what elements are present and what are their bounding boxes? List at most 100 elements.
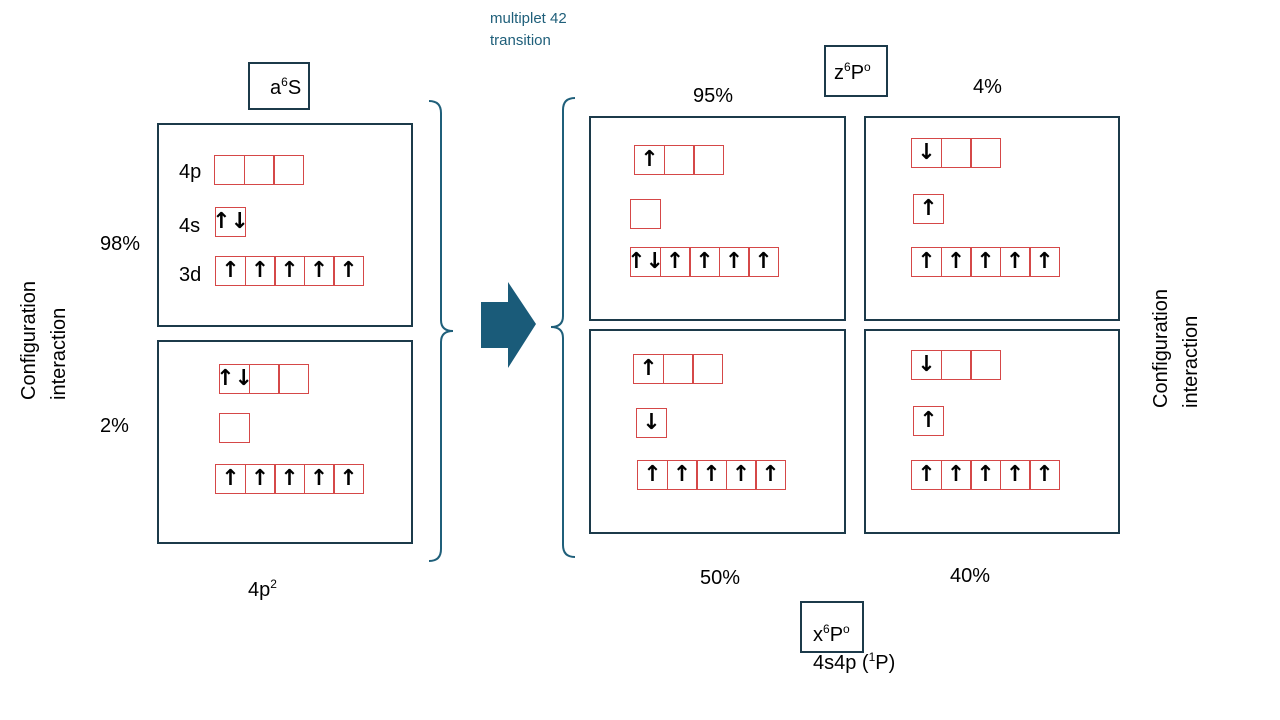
orbital-box [662,354,694,384]
orbital-box: ↑ [634,145,665,175]
orbital-4p-boxes: ↑ [633,354,723,384]
diagram-title: multiplet 42 transition [490,8,567,52]
orbital-box [663,145,695,175]
title-line-1: multiplet 42 [490,10,567,27]
orbital-box [970,350,1001,380]
orbital-4s-boxes [630,199,661,229]
orbital-box [273,155,304,185]
right-panel-top-right: ↓ ↑ ↑ ↑ ↑ ↑ ↑ [864,116,1120,321]
orbital-box: ↑ [274,464,305,494]
orbital-4p-boxes: ↓ [911,138,1001,168]
orbital-4p-boxes: ↑ [634,145,724,175]
orbital-box: ↑ [333,256,364,286]
pct-top-left: 95% [693,85,734,107]
orbital-3d-boxes: ↑ ↑ ↑ ↑ ↑ [911,247,1060,277]
orbital-box: ↑↓ [216,364,253,394]
orbital-box: ↑ [637,460,668,490]
right-bottom-caption: 4s4p (1P) [813,650,896,674]
orbital-box: ↑ [940,460,972,490]
left-ci-label: Configuration interaction [18,281,70,400]
transition-arrow [481,282,536,368]
orbital-box: ↑ [303,256,335,286]
orbital-box: ↑ [725,460,757,490]
orbital-label-4s: 4s [179,215,201,237]
orbital-box: ↑ [274,256,305,286]
orbital-box: ↑ [913,194,944,224]
orbital-box: ↑ [633,354,664,384]
orbital-box [248,364,280,394]
orbital-box: ↓ [911,350,942,380]
orbital-4s-boxes: ↑ [913,194,944,224]
orbital-box: ↑ [911,460,942,490]
orbital-4s-boxes: ↑ [913,406,944,436]
orbital-3d-boxes: ↑ ↑ ↑ ↑ ↑ [637,460,786,490]
orbital-3d-boxes: ↑↓ ↑ ↑ ↑ ↑ [627,247,779,277]
orbital-4s-boxes: ↑↓ [212,207,249,237]
orbital-box [693,145,724,175]
orbital-box: ↑ [215,256,246,286]
right-panel-top-left: ↑ ↑↓ ↑ ↑ ↑ ↑ [589,116,846,321]
pct-bottom-left: 50% [700,567,741,589]
orbital-box [243,155,275,185]
orbital-3d-boxes: ↑ ↑ ↑ ↑ ↑ [215,256,364,286]
orbital-4s-boxes [219,413,250,443]
orbital-box: ↑ [970,247,1001,277]
left-lower-panel: ↑↓ ↑ ↑ ↑ ↑ ↑ [157,340,413,544]
orbital-3d-boxes: ↑ ↑ ↑ ↑ ↑ [215,464,364,494]
orbital-box: ↑ [999,460,1031,490]
orbital-box: ↑ [659,247,691,277]
orbital-box: ↑ [748,247,779,277]
orbital-box [692,354,723,384]
orbital-box [940,350,972,380]
state-label-a6S: a6S [248,62,310,110]
orbital-box: ↑ [244,464,276,494]
orbital-box [219,413,250,443]
orbital-label-4p: 4p [179,161,202,183]
orbital-box: ↑ [718,247,750,277]
right-panel-bottom-left: ↑ ↓ ↑ ↑ ↑ ↑ ↑ [589,329,846,534]
orbital-box: ↑ [696,460,727,490]
orbital-box [970,138,1001,168]
left-upper-panel: 4p 4s 3d ↑↓ ↑ ↑ ↑ ↑ ↑ [157,123,413,327]
orbital-3d-boxes: ↑ ↑ ↑ ↑ ↑ [911,460,1060,490]
state-label-x6Po: x6Po [800,601,864,653]
right-ci-label: Configuration interaction [1150,289,1202,408]
pct-bottom-right: 40% [950,565,991,587]
right-brace [550,97,576,558]
orbital-box [214,155,245,185]
left-brace [428,100,454,562]
orbital-box: ↓ [636,408,667,438]
orbital-box: ↑ [755,460,786,490]
orbital-box: ↑ [689,247,720,277]
orbital-box [940,138,972,168]
orbital-4p-boxes: ↓ [911,350,1001,380]
orbital-box: ↑ [303,464,335,494]
left-lower-percent: 2% [100,415,129,437]
orbital-box: ↑ [244,256,276,286]
orbital-box: ↑↓ [627,247,664,277]
orbital-label-3d: 3d [179,264,202,286]
state-label-z6Po: z6Po [824,45,888,97]
title-line-2: transition [490,32,551,49]
orbital-box: ↑↓ [212,207,249,237]
orbital-box [278,364,309,394]
orbital-box: ↑ [1029,460,1060,490]
orbital-4p-boxes: ↑↓ [216,364,309,394]
left-upper-percent: 98% [100,233,141,255]
orbital-box: ↑ [1029,247,1060,277]
pct-top-right: 4% [973,76,1002,98]
orbital-box: ↑ [940,247,972,277]
orbital-box: ↑ [999,247,1031,277]
orbital-box [630,199,661,229]
orbital-box: ↑ [970,460,1001,490]
orbital-box: ↑ [911,247,942,277]
orbital-box: ↓ [911,138,942,168]
left-lower-caption: 4p2 [248,577,277,601]
orbital-box: ↑ [913,406,944,436]
orbital-4s-boxes: ↓ [636,408,667,438]
right-panel-bottom-right: ↓ ↑ ↑ ↑ ↑ ↑ ↑ [864,329,1120,534]
orbital-4p-boxes [214,155,304,185]
orbital-box: ↑ [333,464,364,494]
orbital-box: ↑ [666,460,698,490]
